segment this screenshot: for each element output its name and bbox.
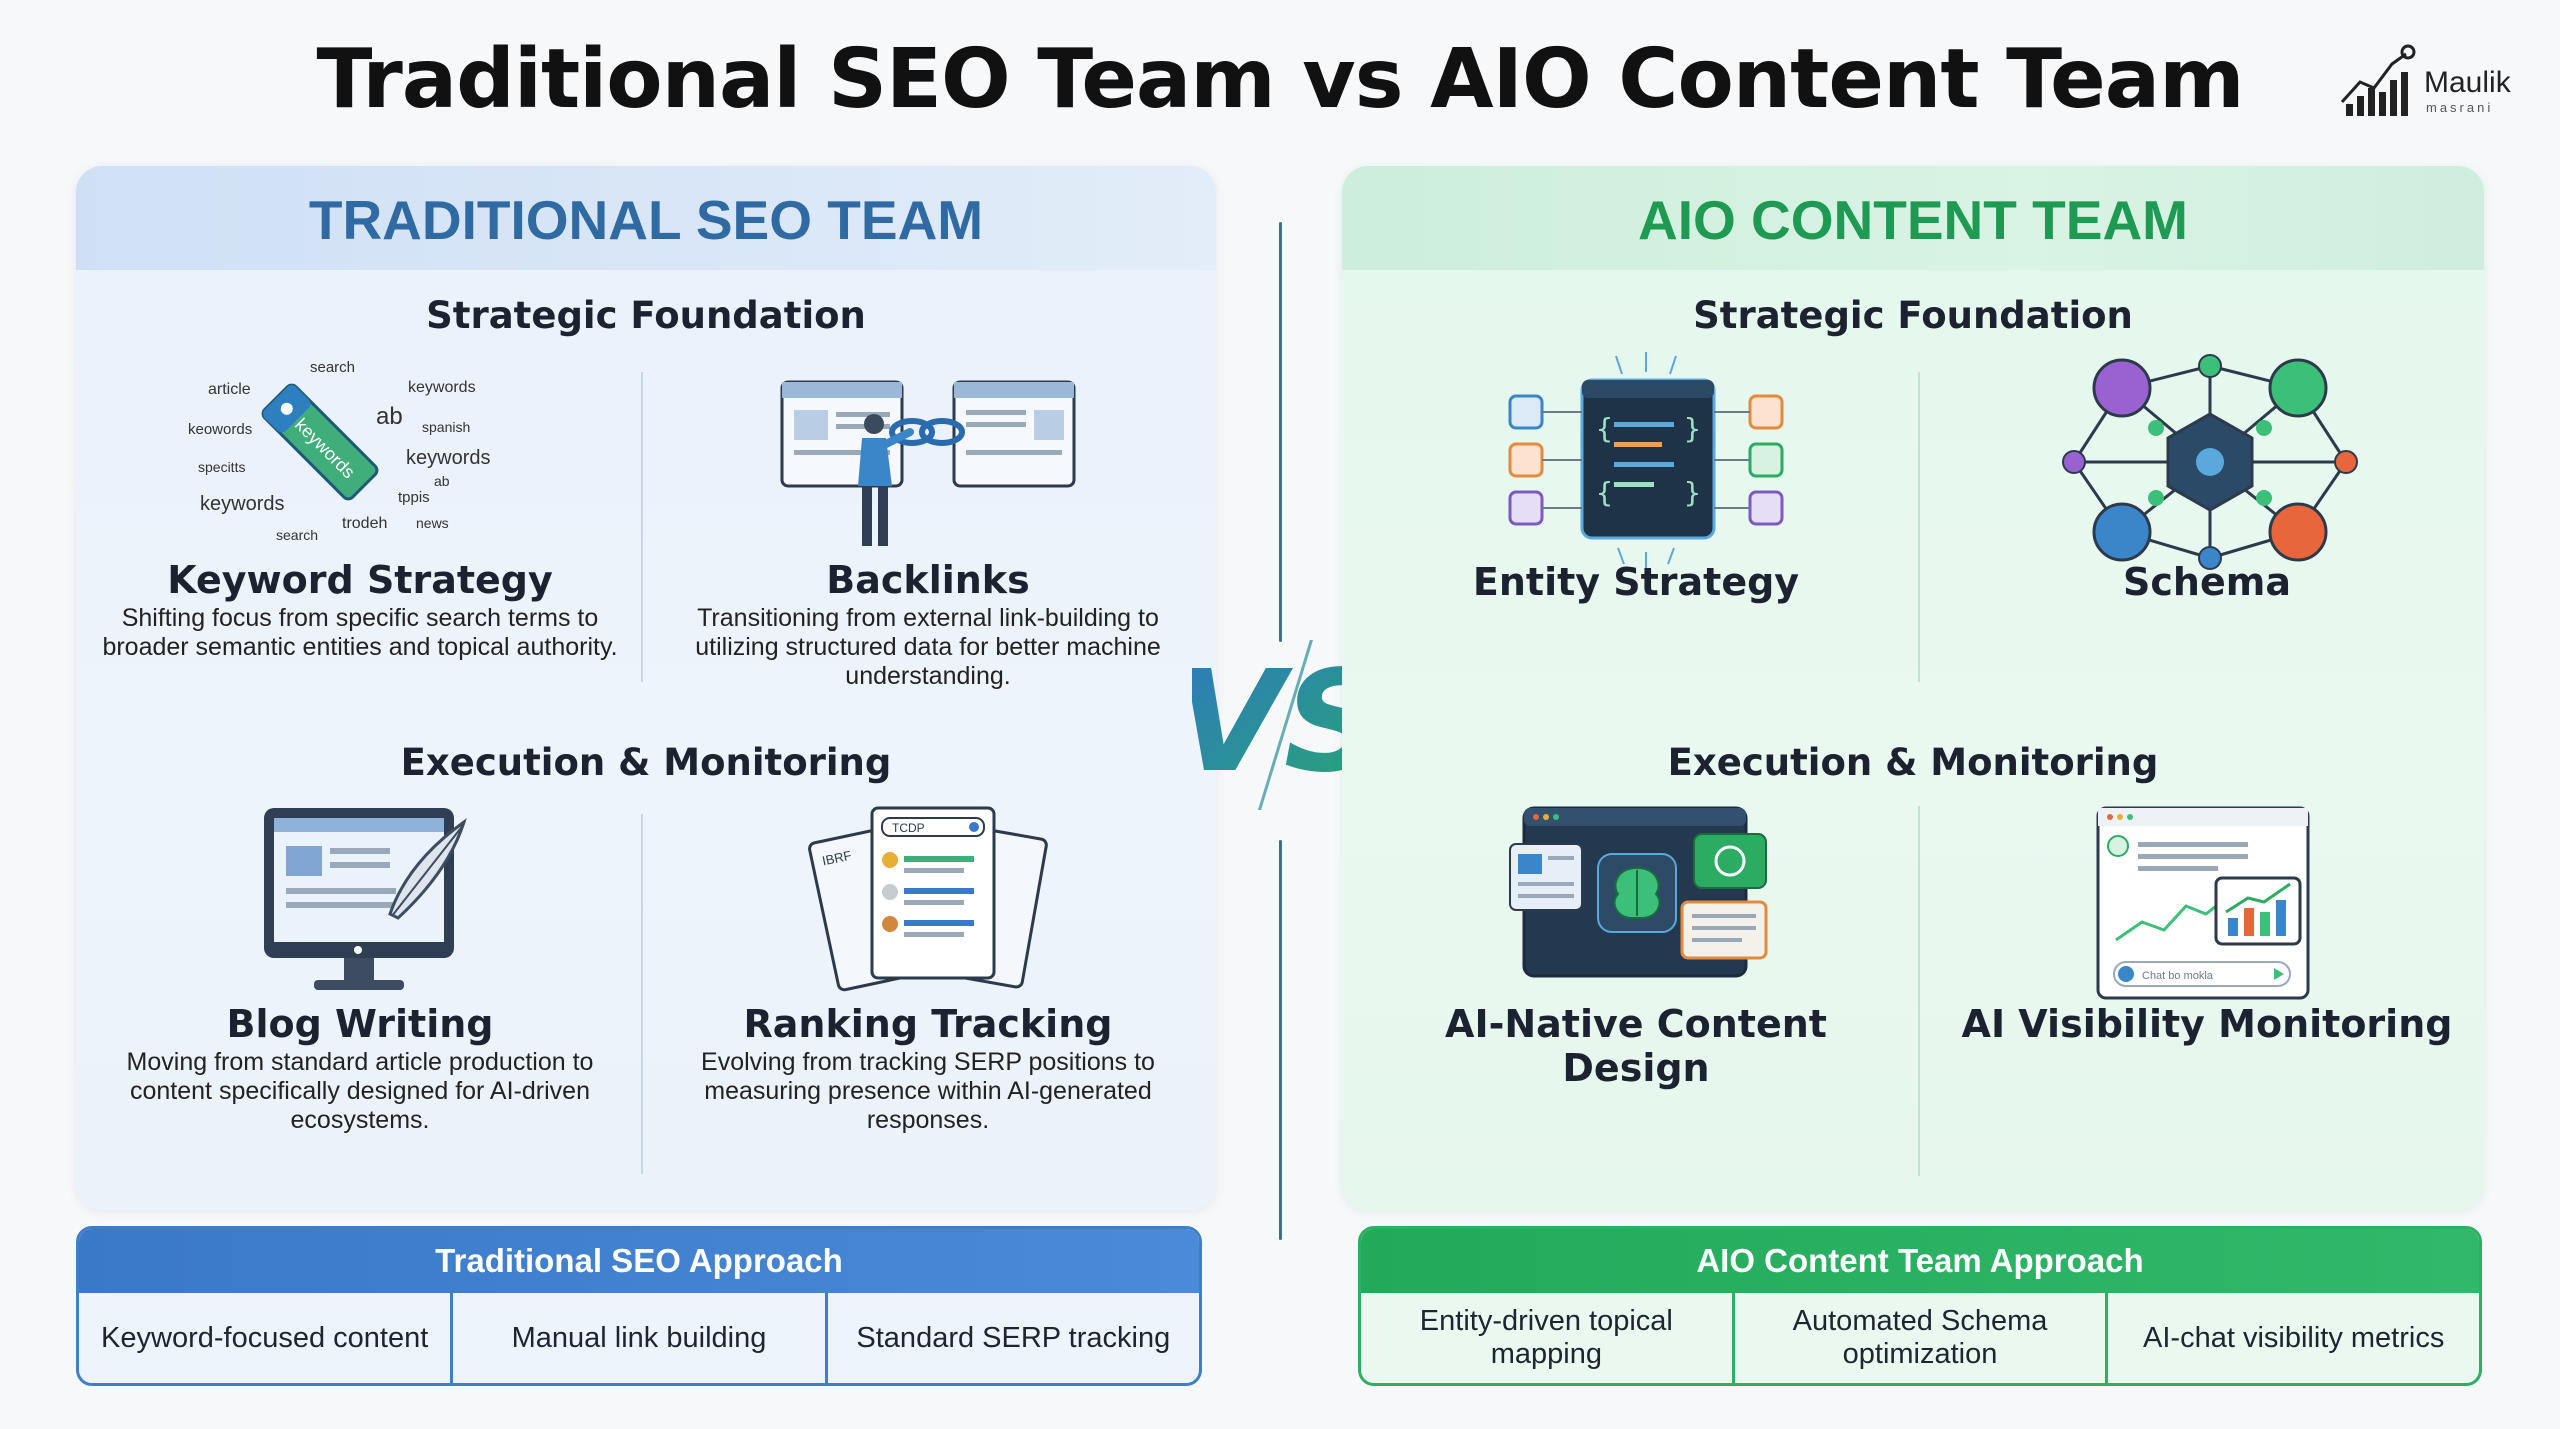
svg-text:}: }	[1684, 476, 1701, 509]
cloud-word: trodeh	[342, 515, 387, 532]
chart-logo-icon	[2340, 44, 2416, 116]
ai-native-content-card: AI-Native Content Design	[1366, 802, 1906, 1182]
right-execution-monitoring-title: Execution & Monitoring	[1667, 741, 2159, 784]
schema-title: Schema	[2123, 560, 2291, 604]
cloud-word: search	[276, 527, 318, 543]
traditional-seo-panel: TRADITIONAL SEO TEAM Strategic Foundatio…	[76, 166, 1216, 1210]
entity-strategy-title: Entity Strategy	[1472, 560, 1800, 604]
ai-native-content-title: AI-Native Content Design	[1445, 1002, 1827, 1090]
cloud-word: search	[310, 359, 355, 376]
ranking-tracking-card: IBRF TCDP Ranking Tracking Evolving from…	[654, 802, 1202, 1182]
ai-brain-content-icon	[1509, 806, 1768, 978]
backlinks-card: Backlinks Transitioning from external li…	[654, 352, 1202, 892]
serp-pages-icon: IBRF TCDP	[808, 806, 1048, 992]
ai-visibility-card: Chat bo mokla AI Visibility Monitoring	[1942, 802, 2472, 1182]
logo-subtitle: masrani	[2426, 100, 2494, 115]
approach-cell: Manual link building	[450, 1293, 824, 1383]
entity-strategy-card: { } { } Entity Strategy	[1366, 352, 1906, 752]
cloud-word: keywords	[406, 447, 490, 469]
aio-approach-table: AIO Content Team Approach Entity-driven …	[1358, 1226, 2482, 1386]
keyword-cloud-icon: article search keywords ab keowords span…	[188, 359, 490, 543]
cloud-word: keowords	[188, 421, 252, 438]
keyword-strategy-card: article search keywords ab keowords span…	[90, 352, 630, 892]
approach-cell: Automated Schema optimization	[1731, 1293, 2106, 1383]
cloud-word: keywords	[200, 493, 284, 515]
visibility-dashboard-icon: Chat bo mokla	[2096, 806, 2310, 1000]
logo-name: Maulik	[2424, 66, 2511, 99]
backlinks-icon	[780, 380, 1076, 546]
cloud-word: spanish	[422, 419, 470, 435]
keyword-strategy-desc: Shifting focus from specific search term…	[102, 604, 618, 661]
center-divider-bottom	[1279, 840, 1282, 1240]
blog-writing-title: Blog Writing	[226, 1002, 494, 1046]
approach-cell: AI-chat visibility metrics	[2105, 1293, 2479, 1383]
chat-placeholder: Chat bo mokla	[2142, 970, 2214, 982]
entity-code-icon: { } { }	[1508, 352, 1784, 570]
svg-text:{: {	[1596, 476, 1613, 509]
svg-text:}: }	[1684, 412, 1701, 445]
traditional-approach-title: Traditional SEO Approach	[79, 1229, 1199, 1293]
blog-writing-icon	[264, 808, 467, 990]
backlinks-title: Backlinks	[826, 558, 1030, 602]
left-divider-top	[641, 372, 643, 682]
cloud-word: news	[416, 515, 449, 531]
schema-network-icon	[2062, 354, 2358, 570]
ai-visibility-title: AI Visibility Monitoring	[1961, 1002, 2453, 1046]
aio-content-panel: AIO CONTENT TEAM Strategic Foundation Ex…	[1342, 166, 2484, 1210]
right-divider-top	[1918, 372, 1920, 682]
cloud-word: keywords	[408, 379, 476, 396]
left-execution-monitoring-title: Execution & Monitoring	[400, 741, 892, 784]
schema-card: Schema	[1942, 352, 2472, 752]
cloud-word: ab	[434, 473, 450, 489]
cloud-word: tppis	[398, 489, 430, 506]
approach-cell: Entity-driven topical mapping	[1419, 1305, 1673, 1370]
logo: Maulik masrani	[2340, 42, 2540, 122]
cloud-word: ab	[376, 403, 403, 430]
blog-writing-desc: Moving from standard article production …	[126, 1048, 594, 1134]
page-title: Traditional SEO Team vs AIO Content Team	[316, 32, 2244, 127]
blog-writing-card: Blog Writing Moving from standard articl…	[90, 802, 630, 1182]
right-strategic-foundation-title: Strategic Foundation	[1693, 294, 2133, 337]
left-strategic-foundation-title: Strategic Foundation	[426, 294, 866, 337]
approach-cell: Keyword-focused content	[101, 1321, 429, 1354]
backlinks-desc: Transitioning from external link-buildin…	[695, 604, 1161, 690]
traditional-approach-table: Traditional SEO Approach Keyword-focused…	[76, 1226, 1202, 1386]
aio-content-header: AIO CONTENT TEAM	[1342, 166, 2484, 270]
cloud-word: article	[208, 381, 251, 398]
approach-cell: Standard SERP tracking	[824, 1293, 1199, 1383]
right-divider-bottom	[1918, 806, 1920, 1176]
traditional-seo-header: TRADITIONAL SEO TEAM	[76, 166, 1216, 270]
cloud-word: specitts	[198, 459, 245, 475]
ranking-tracking-title: Ranking Tracking	[743, 1002, 1113, 1046]
ranking-tracking-desc: Evolving from tracking SERP positions to…	[701, 1048, 1155, 1134]
keyword-strategy-title: Keyword Strategy	[167, 558, 553, 602]
serp-label: IBRF	[821, 848, 853, 869]
aio-approach-title: AIO Content Team Approach	[1361, 1229, 2479, 1293]
svg-text:{: {	[1596, 412, 1613, 445]
serp-label: TCDP	[892, 821, 925, 835]
keyword-tag-icon: keywords	[261, 383, 379, 501]
center-divider-top	[1279, 222, 1282, 642]
left-divider-bottom	[641, 814, 643, 1174]
